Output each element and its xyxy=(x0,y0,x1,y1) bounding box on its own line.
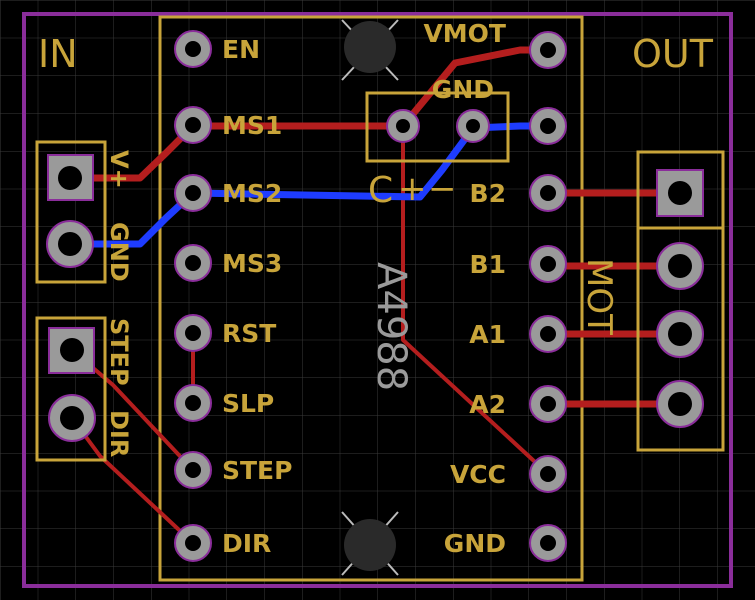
control-connector: STEP DIR xyxy=(35,316,133,462)
right-pin-label: GND xyxy=(432,75,494,104)
out-header-label: OUT xyxy=(632,32,714,76)
left-pin-label: SLP xyxy=(222,389,274,418)
board-outline xyxy=(22,12,733,588)
power-connector-outline xyxy=(35,140,107,284)
right-pin-label: GND xyxy=(444,529,506,558)
power-pin1-label: V+ xyxy=(105,150,133,189)
module-outline xyxy=(158,15,584,582)
capacitor-minus: − xyxy=(428,169,457,209)
capacitor: C + − xyxy=(365,91,510,211)
left-pin-label: MS3 xyxy=(222,249,282,278)
trace-ms2-cap xyxy=(189,122,552,201)
capacitor-outline xyxy=(365,91,510,163)
control-pin2-label: DIR xyxy=(105,410,133,457)
control-pin1-label: STEP xyxy=(105,318,133,386)
left-pin-label: DIR xyxy=(222,529,271,558)
left-pin-label: MS1 xyxy=(222,111,282,140)
power-connector: V+ GND xyxy=(35,140,133,284)
mounting-hole-bottom xyxy=(341,511,399,576)
mounting-hole-top xyxy=(341,19,399,81)
capacitor-label: C xyxy=(368,170,393,211)
right-pin-label: B1 xyxy=(470,250,506,279)
motor-connector-outline xyxy=(636,150,725,452)
right-pin-label: A2 xyxy=(469,390,506,419)
right-pin-label: A1 xyxy=(469,320,506,349)
right-pin-label: VCC xyxy=(450,460,506,489)
left-pin-label: RST xyxy=(222,319,276,348)
power-pin2-label: GND xyxy=(105,222,133,282)
left-pin-label: STEP xyxy=(222,456,292,485)
in-header-label: IN xyxy=(38,32,78,76)
left-pin-label: MS2 xyxy=(222,179,282,208)
left-pin-label: EN xyxy=(222,35,260,64)
capacitor-plus: + xyxy=(398,169,427,209)
right-pin-label: B2 xyxy=(470,179,506,208)
control-connector-outline xyxy=(35,316,107,462)
right-pin-label: VMOT xyxy=(423,19,506,48)
motor-label: MOT xyxy=(579,258,619,335)
chip-name: A4988 xyxy=(368,262,414,391)
motor-connector: MOT xyxy=(579,150,725,452)
